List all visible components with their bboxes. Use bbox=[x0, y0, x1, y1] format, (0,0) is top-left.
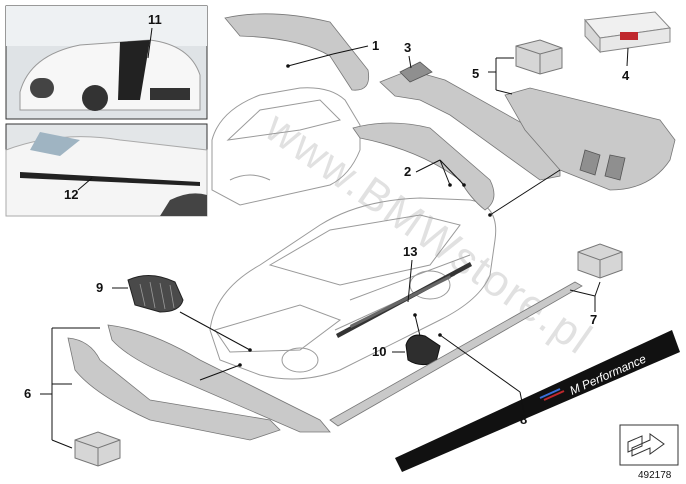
callout-10: 10 bbox=[372, 344, 386, 359]
wagon-outline bbox=[211, 87, 361, 206]
callout-7: 7 bbox=[590, 312, 597, 327]
callout-2: 2 bbox=[404, 164, 411, 179]
reference-number: 492178 bbox=[638, 470, 672, 481]
callout-13: 13 bbox=[403, 244, 417, 259]
part-side-skirt: 7 bbox=[329, 243, 623, 427]
part-roof-spoiler: 1 bbox=[224, 13, 379, 91]
callout-4: 4 bbox=[622, 68, 630, 83]
part-trunk-spoiler: 2 bbox=[352, 122, 495, 211]
reference-box bbox=[619, 424, 679, 466]
photo-inset-12: 12 bbox=[5, 123, 208, 217]
callout-8: 8 bbox=[520, 412, 527, 427]
part-rear-wing: 3 bbox=[379, 40, 571, 181]
part-kidney-grille: 9 bbox=[96, 275, 252, 352]
photo-label-12: 12 bbox=[64, 187, 78, 202]
part-mirror-cap: 10 bbox=[372, 313, 441, 366]
part-rear-diffuser: 5 bbox=[472, 39, 676, 217]
callout-6: 6 bbox=[24, 386, 31, 401]
part-product-box: 4 bbox=[584, 11, 672, 83]
photo-inset-11: 11 bbox=[5, 5, 208, 120]
callout-5: 5 bbox=[472, 66, 479, 81]
callout-9: 9 bbox=[96, 280, 103, 295]
photo-label-11: 11 bbox=[148, 12, 162, 27]
part-front-splitter: 6 bbox=[24, 324, 331, 467]
part-side-stripe: 13 bbox=[336, 244, 472, 338]
callout-3: 3 bbox=[404, 40, 411, 55]
callout-1: 1 bbox=[372, 38, 379, 53]
